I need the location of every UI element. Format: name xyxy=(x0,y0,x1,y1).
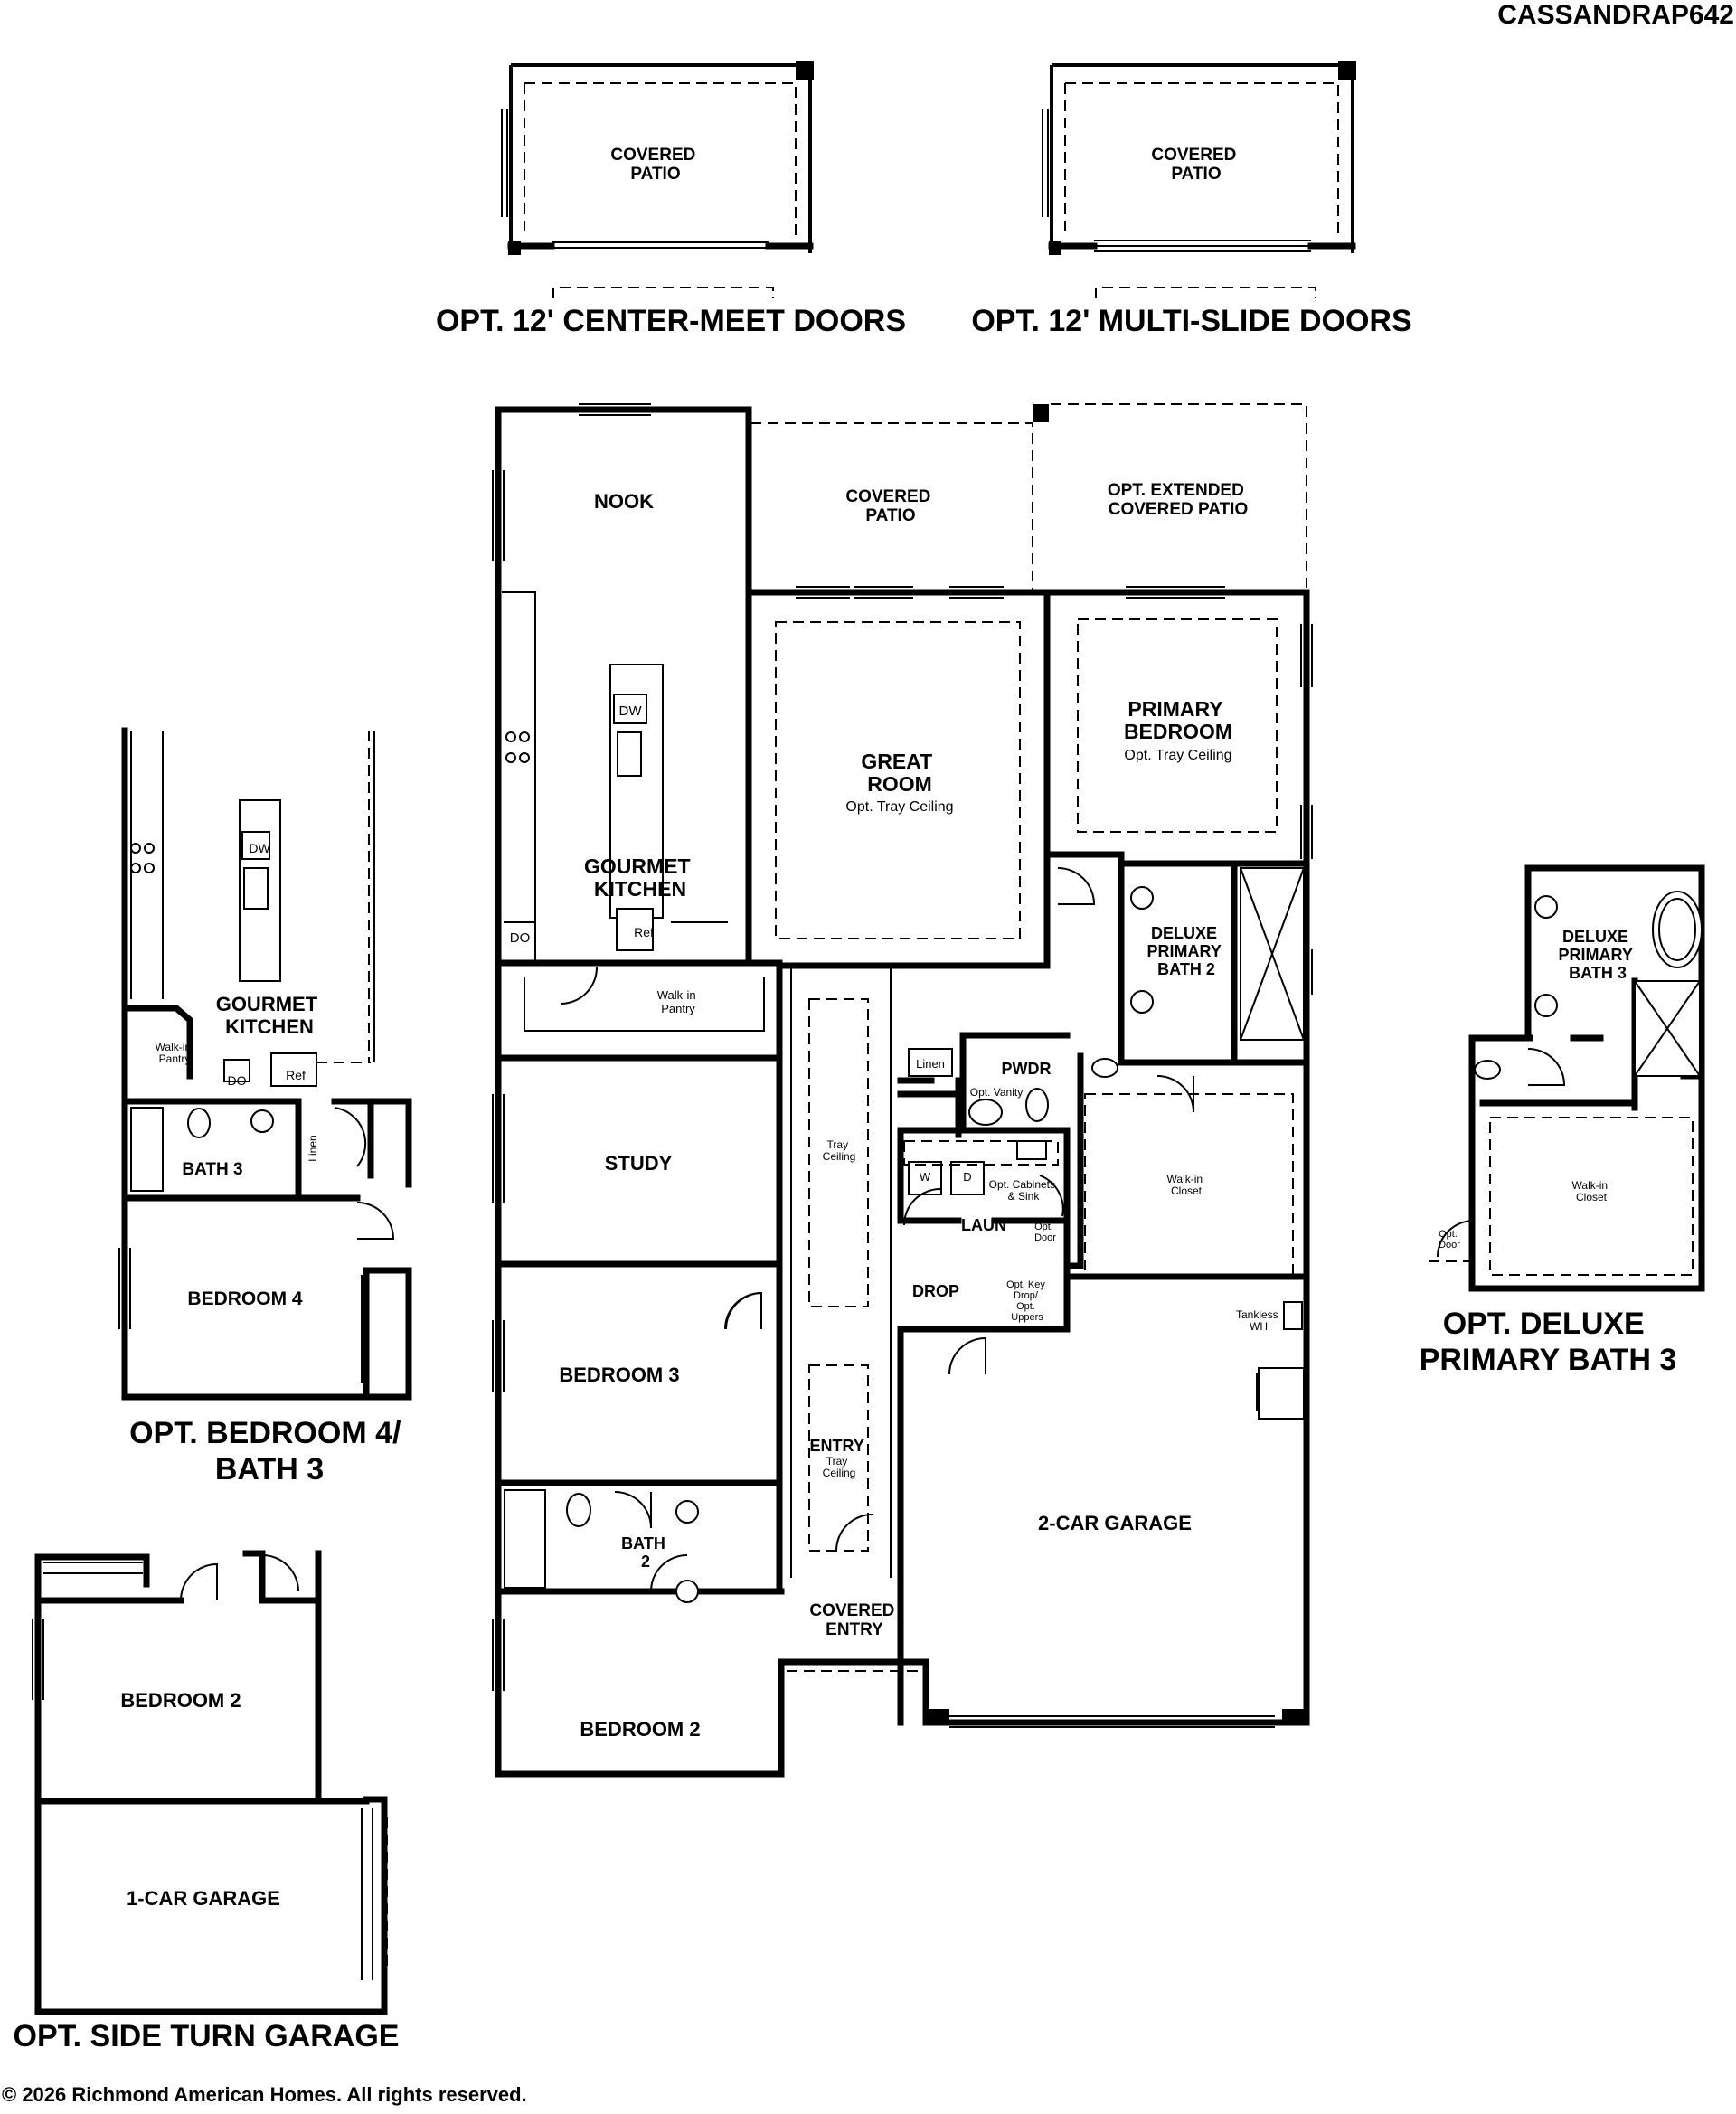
do-label: DO xyxy=(510,930,531,946)
cm-covered-patio-label: COVERED PATIO xyxy=(610,146,700,184)
db3-bath-label: DELUXE PRIMARY BATH 3 xyxy=(1558,928,1637,982)
b4-pantry-label: Walk-in Pantry xyxy=(156,1041,194,1065)
deluxe-bath2-label: DELUXE PRIMARY BATH 2 xyxy=(1146,924,1225,978)
deluxe-bath3-title: OPT. DELUXE PRIMARY BATH 3 xyxy=(1420,1307,1677,1377)
hall-tray-label: Tray Ceiling xyxy=(823,1138,856,1163)
pwdr-label: PWDR xyxy=(1002,1060,1052,1078)
covered-patio-label: COVERED PATIO xyxy=(845,487,935,525)
laun-opt-door-label: Opt. Door xyxy=(1034,1222,1056,1243)
opt-vanity-label: Opt. Vanity xyxy=(970,1086,1023,1099)
great-room-label: GREAT ROOM xyxy=(861,750,938,796)
ref-label: Ref xyxy=(634,925,654,939)
bedroom3-label: BEDROOM 3 xyxy=(559,1364,679,1386)
b4-kitchen-label: GOURMET KITCHEN xyxy=(216,993,324,1038)
opt-center-meet-doors: COVERED PATIO OPT. 12' CENTER-MEET DOORS xyxy=(436,61,906,338)
center-meet-doors-title: OPT. 12' CENTER-MEET DOORS xyxy=(436,304,906,338)
walkin-pantry-label: Walk-in Pantry xyxy=(657,988,699,1015)
bath2-label: BATH 2 xyxy=(621,1534,670,1571)
kitchen-label: GOURMET KITCHEN xyxy=(584,854,696,901)
b4-dw-label: DW xyxy=(249,841,270,855)
primary-bedroom-tray-label: Opt. Tray Ceiling xyxy=(1124,748,1231,763)
ms-covered-patio-label: COVERED PATIO xyxy=(1151,146,1241,184)
b4-linen-label: Linen xyxy=(307,1135,319,1161)
covered-entry-label: COVERED ENTRY xyxy=(809,1601,899,1639)
laun-label: LAUN xyxy=(961,1216,1006,1234)
opt-side-turn-garage: BEDROOM 2 1-CAR GARAGE OPT. SIDE TURN GA… xyxy=(14,1550,400,2053)
opt-deluxe-primary-bath3: DELUXE PRIMARY BATH 3 Walk-in Closet Opt… xyxy=(1420,864,1705,1377)
washer-label: W xyxy=(920,1170,931,1184)
nook-label: NOOK xyxy=(594,490,654,513)
copyright: © 2026 Richmond American Homes. All righ… xyxy=(2,2083,527,2106)
b4-ref-label: Ref xyxy=(286,1068,306,1082)
main-floor-plan: NOOK COVERED PATIO OPT. EXTENDED COVERED… xyxy=(492,403,1313,1778)
study-label: STUDY xyxy=(605,1152,673,1175)
db3-closet-label: Walk-in Closet xyxy=(1572,1179,1611,1203)
linen-label: Linen xyxy=(916,1057,945,1071)
stg-bedroom2-label: BEDROOM 2 xyxy=(120,1689,241,1712)
plan-id: CASSANDRAP642 xyxy=(1497,0,1734,30)
db3-opt-door-label: Opt. Door xyxy=(1439,1229,1460,1250)
dryer-label: D xyxy=(963,1170,971,1184)
great-room-tray-label: Opt. Tray Ceiling xyxy=(845,799,953,815)
dw-label: DW xyxy=(619,703,643,719)
walkin-closet-label: Walk-in Closet xyxy=(1167,1173,1206,1197)
opt-cabinets-label: Opt. Cabinets & Sink xyxy=(989,1178,1059,1203)
ext-patio-label: OPT. EXTENDED COVERED PATIO xyxy=(1108,481,1249,519)
primary-bedroom-label: PRIMARY BEDROOM xyxy=(1124,697,1232,743)
bedroom4-label: BEDROOM 4 xyxy=(187,1288,303,1309)
entry-label: ENTRY Tray Ceiling xyxy=(809,1437,868,1479)
side-turn-garage-title: OPT. SIDE TURN GARAGE xyxy=(14,2019,400,2053)
stg-garage-label: 1-CAR GARAGE xyxy=(127,1887,280,1910)
b4-do-label: DO xyxy=(228,1073,247,1088)
garage-label: 2-CAR GARAGE xyxy=(1038,1512,1192,1534)
tankless-label: Tankless WH xyxy=(1236,1308,1281,1333)
opt-bedroom4-bath3: GOURMET KITCHEN Walk-in Pantry DW DO Ref… xyxy=(118,727,412,1486)
bedroom4-title: OPT. BEDROOM 4/ BATH 3 xyxy=(129,1416,410,1486)
drop-label: DROP xyxy=(912,1282,959,1300)
b4-bath3-label: BATH 3 xyxy=(182,1160,242,1179)
key-drop-label: Opt. Key Drop/ Opt. Uppers xyxy=(1006,1279,1048,1323)
opt-multi-slide-doors: COVERED PATIO OPT. 12' MULTI-SLIDE DOORS xyxy=(971,61,1412,338)
multi-slide-doors-title: OPT. 12' MULTI-SLIDE DOORS xyxy=(971,304,1411,338)
bedroom2-label: BEDROOM 2 xyxy=(580,1718,700,1741)
